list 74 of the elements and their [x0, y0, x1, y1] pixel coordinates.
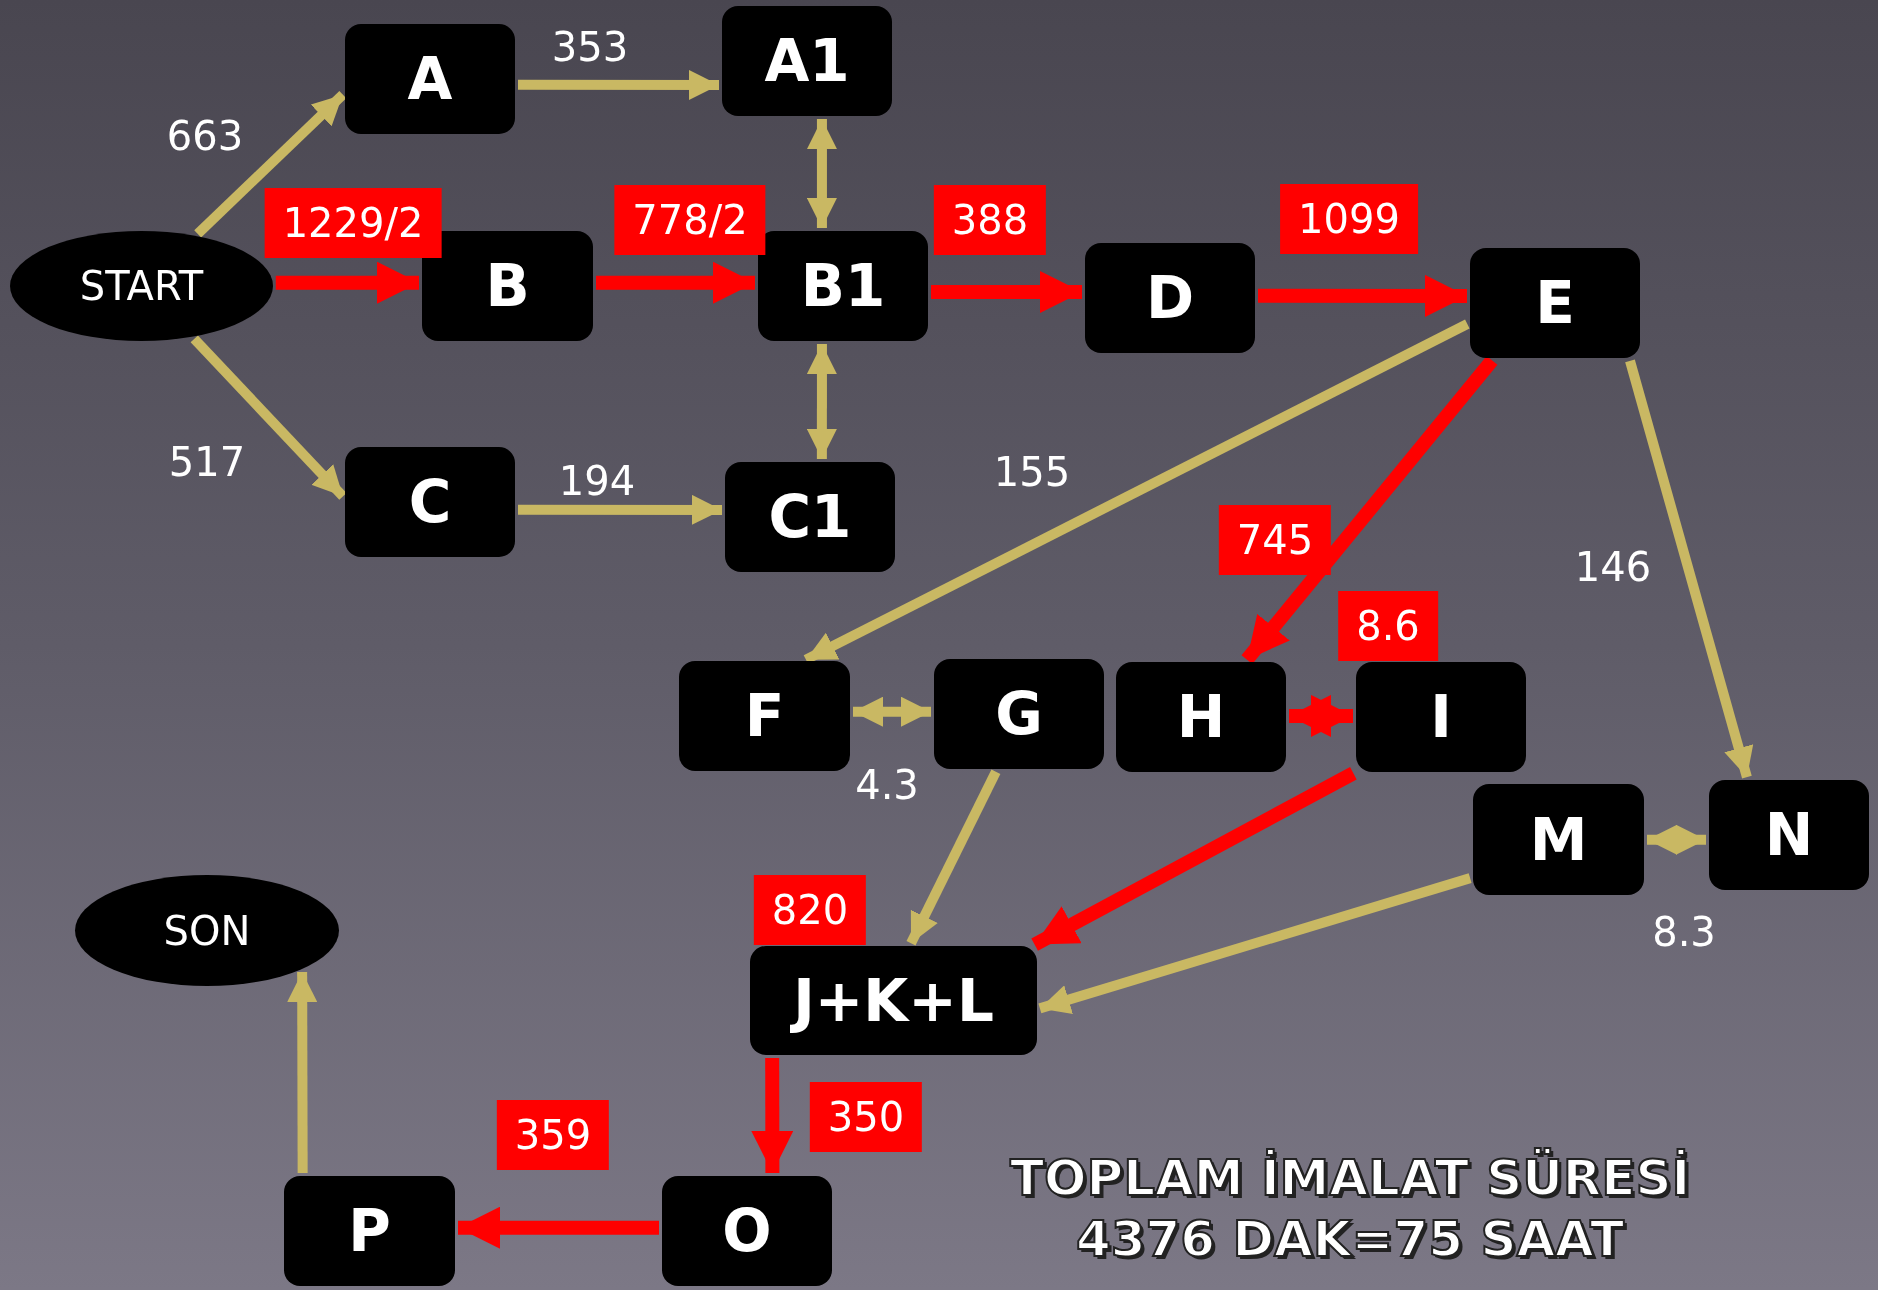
- arrow: [190, 335, 347, 500]
- process-box: [1085, 243, 1255, 353]
- edge-label: 350: [809, 1082, 923, 1152]
- edge-label: 194: [557, 458, 637, 504]
- arrow: [1031, 767, 1357, 951]
- node-label: I: [1430, 683, 1452, 751]
- process-box: [1473, 784, 1644, 895]
- arrow: [194, 91, 347, 238]
- process-box: [1470, 248, 1640, 358]
- process-box: [345, 24, 515, 134]
- node-label: A: [407, 45, 453, 113]
- process-box: [679, 661, 850, 771]
- arrow: [1258, 274, 1467, 317]
- arrow: [596, 261, 755, 304]
- node-label: O: [722, 1197, 772, 1265]
- edge-label: 778/2: [614, 185, 766, 255]
- arrow: [518, 494, 722, 525]
- arrow: [1625, 359, 1754, 779]
- edge-label: 745: [1218, 505, 1332, 575]
- process-box: [284, 1176, 455, 1286]
- node-label: H: [1176, 683, 1226, 751]
- process-box: [662, 1176, 832, 1286]
- edge-label: 4.3: [854, 762, 920, 808]
- arrow: [853, 696, 931, 727]
- edge-label: 820: [753, 875, 867, 945]
- node-label: A1: [764, 27, 850, 95]
- arrow: [458, 1206, 659, 1249]
- process-box: [1709, 780, 1869, 890]
- node-label: B: [485, 252, 530, 320]
- process-box: [1116, 662, 1286, 772]
- node-label: E: [1535, 269, 1575, 337]
- edge-label: 517: [167, 439, 247, 485]
- node-label: F: [744, 682, 785, 750]
- arrow: [1289, 694, 1353, 737]
- node-label: M: [1529, 805, 1588, 874]
- node-label: G: [995, 680, 1043, 748]
- arrow: [751, 1058, 794, 1174]
- arrow: [1038, 873, 1472, 1015]
- edge-label: 8.6: [1338, 591, 1438, 661]
- edge-label: 1229/2: [264, 188, 442, 258]
- edge-label: 1099: [1280, 184, 1418, 254]
- arrow: [806, 344, 837, 459]
- process-box: [750, 946, 1037, 1055]
- edge-label: 663: [165, 113, 245, 159]
- edge-label: 359: [496, 1100, 610, 1170]
- process-box: [725, 462, 895, 572]
- node-label: B1: [800, 252, 886, 320]
- process-box: [422, 231, 593, 341]
- arrow: [931, 271, 1082, 313]
- caption: TOPLAM İMALAT SÜRESİ 4376 DAK=75 SAAT: [1008, 1148, 1692, 1270]
- edge-label: 146: [1573, 544, 1653, 590]
- process-box: [722, 6, 892, 116]
- edge-label: 8.3: [1651, 909, 1717, 955]
- arrow: [806, 119, 837, 228]
- node-label: N: [1764, 801, 1814, 869]
- arrow: [287, 971, 318, 1173]
- process-box: [345, 447, 515, 557]
- node-label: P: [348, 1197, 391, 1265]
- edge-label: 155: [992, 449, 1072, 495]
- node-label: START: [79, 263, 204, 309]
- process-box: [934, 659, 1104, 769]
- process-box: [758, 231, 928, 341]
- edge-label: 353: [550, 24, 630, 70]
- node-label: C: [408, 468, 452, 536]
- arrow: [1241, 355, 1498, 665]
- node-label: SON: [163, 907, 251, 954]
- process-box: [1356, 662, 1526, 772]
- arrow: [275, 261, 419, 304]
- edge-label: 388: [933, 185, 1047, 255]
- arrow: [518, 70, 719, 100]
- node-label: C1: [768, 483, 852, 551]
- arrow: [1647, 824, 1706, 855]
- node-label: D: [1145, 264, 1195, 332]
- arrow: [906, 769, 1001, 946]
